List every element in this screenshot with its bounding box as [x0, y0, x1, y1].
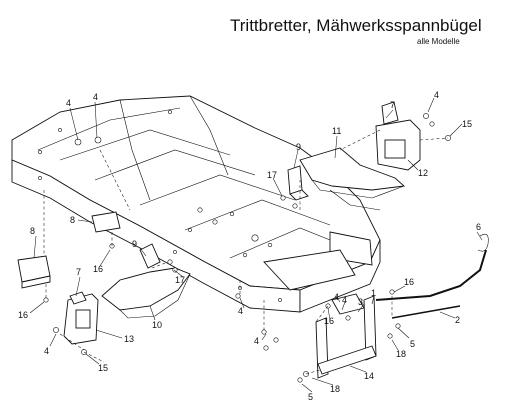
bracket-9-right: [287, 165, 309, 201]
diagram-subtitle: alle Modelle: [417, 37, 460, 46]
callout-label: 16: [404, 277, 414, 287]
callout-label: 8: [30, 226, 35, 236]
leader-lines: [29, 97, 483, 393]
callout-label: 18: [396, 349, 406, 359]
callout-label: 6: [476, 222, 481, 232]
bracket-8-small: [91, 211, 121, 233]
running-board-right: [299, 147, 406, 211]
callout-label: 4: [93, 92, 98, 102]
callout-label: 7: [390, 100, 395, 110]
callout-label: 4: [66, 98, 71, 108]
callout-label: 14: [364, 371, 374, 381]
callout-label: 4: [44, 346, 49, 356]
callout-label: 8: [70, 215, 75, 225]
main-frame: [11, 95, 381, 313]
callout-label: 2: [455, 315, 460, 325]
callout-label: 17: [175, 275, 185, 285]
callout-label: 4: [342, 295, 347, 305]
lift-arm: [375, 233, 489, 319]
callout-label: 9: [296, 142, 301, 152]
callout-label: 7: [76, 267, 81, 277]
callout-label: 11: [332, 126, 341, 136]
callout-label: 18: [330, 384, 340, 394]
callout-label: 4: [334, 292, 339, 302]
bracket-13: [63, 291, 99, 345]
running-board-left: [101, 267, 191, 319]
callout-label: 4: [238, 306, 243, 316]
callout-label: 12: [418, 168, 428, 178]
callout-label: 16: [324, 316, 334, 326]
callout-label: 13: [124, 334, 134, 344]
callout-label: 10: [152, 320, 162, 330]
callout-label: 16: [18, 310, 28, 320]
callout-label: 16: [93, 264, 103, 274]
bracket-8-left: [17, 255, 51, 289]
callout-label: 4: [434, 90, 439, 100]
callout-label: 3: [358, 297, 363, 307]
fasteners: [43, 113, 451, 383]
callout-labels: 4 4 7 4 15 11 9 17 12 8 8 16 9 17 6 7 16…: [18, 90, 481, 402]
diagram-title: Trittbretter, Mähwerksspannbügel: [230, 16, 482, 35]
callout-label: 15: [98, 363, 108, 373]
callout-label: 9: [132, 239, 137, 249]
bracket-12: [375, 101, 421, 171]
callout-label: 5: [308, 392, 313, 402]
callout-label: 15: [462, 119, 472, 129]
callout-label: 17: [267, 170, 277, 180]
assembly-lines: [43, 129, 449, 375]
callout-label: 1: [371, 288, 376, 298]
callout-label: 5: [410, 339, 415, 349]
bracket-14: [315, 293, 377, 379]
callout-label: 4: [254, 336, 259, 346]
bracket-9-left: [139, 243, 161, 269]
